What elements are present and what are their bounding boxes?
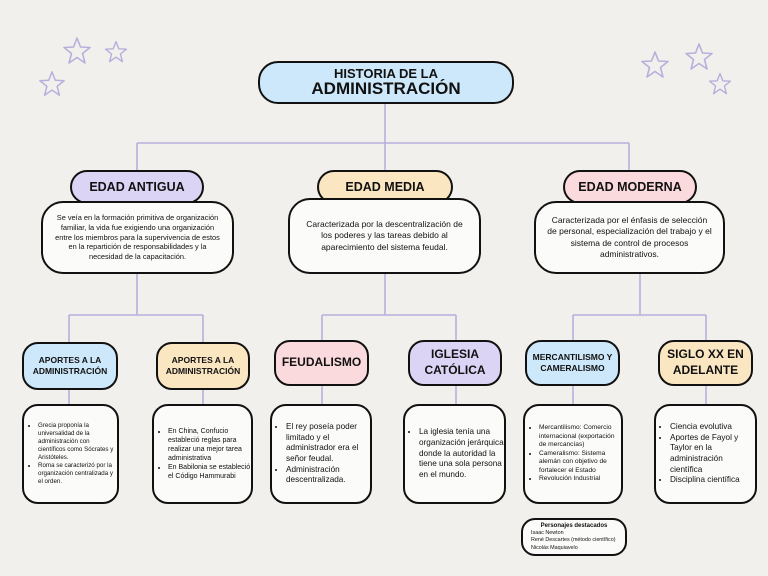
list-item: En Babilonia se estableció el Código Ham… <box>168 463 251 481</box>
era-desc-edad-media: Caracterizada por la descentralización d… <box>288 198 481 274</box>
list-item: Ciencia evolutiva <box>670 422 755 433</box>
list-item: Revolución Industrial <box>539 475 621 484</box>
list-items: El rey poseía poder limitado y el admini… <box>272 422 370 486</box>
era-desc-edad-antigua: Se veía en la formación primitiva de org… <box>41 201 234 274</box>
list-mercantilismo-cameralismo: Mercantilismo: Comercio internacional (e… <box>523 404 623 504</box>
star-icon <box>104 40 128 63</box>
title-line-2: ADMINISTRACIÓN <box>311 79 461 99</box>
era-edad-moderna: EDAD MODERNA <box>563 170 697 204</box>
title-line-1: HISTORIA DE LA <box>333 65 438 81</box>
sub-iglesia-catolica: IGLESIA CATÓLICA <box>408 340 502 386</box>
list-feudalismo: El rey poseía poder limitado y el admini… <box>270 404 372 504</box>
list-item: Cameralismo: Sistema alemán con objetivo… <box>539 450 621 476</box>
star-icon <box>641 51 669 78</box>
list-item: Aportes de Fayol y Taylor en la administ… <box>670 433 755 476</box>
list-siglo-xx: Ciencia evolutiva Aportes de Fayol y Tay… <box>654 404 757 504</box>
list-aportes-grecia-roma: Grecia proponía la universalidad de la a… <box>22 404 119 504</box>
star-icon <box>63 37 91 64</box>
era-desc-edad-moderna: Caracterizada por el énfasis de selecció… <box>534 201 725 274</box>
personajes-destacados: Personajes destacados Isaac Newton René … <box>521 518 627 556</box>
star-icon <box>685 43 713 70</box>
list-item: Administración descentralizada. <box>286 465 370 486</box>
list-item: El rey poseía poder limitado y el admini… <box>286 422 370 465</box>
personaje-item: Isaac Newton <box>531 530 564 537</box>
list-item: La iglesia tenía una organización jerárq… <box>419 427 504 480</box>
list-item: Mercantilismo: Comercio internacional (e… <box>539 424 621 450</box>
personaje-item: René Descartes (método científico) <box>531 537 616 544</box>
list-item: Roma se caracterizó por la organización … <box>38 462 117 486</box>
personajes-heading: Personajes destacados <box>540 523 608 529</box>
era-edad-antigua: EDAD ANTIGUA <box>70 170 204 204</box>
list-items: Mercantilismo: Comercio internacional (e… <box>525 424 621 484</box>
star-icon <box>39 71 65 96</box>
sub-aportes-grecia-roma: APORTES A LA ADMINISTRACIÓN <box>22 342 118 390</box>
title-node: HISTORIA DE LA ADMINISTRACIÓN <box>258 61 514 104</box>
list-aportes-china-babilonia: En China, Confucio estableció reglas par… <box>152 404 253 504</box>
list-iglesia-catolica: La iglesia tenía una organización jerárq… <box>403 404 506 504</box>
list-items: La iglesia tenía una organización jerárq… <box>405 427 504 480</box>
list-items: Grecia proponía la universalidad de la a… <box>24 422 117 487</box>
list-item: En China, Confucio estableció reglas par… <box>168 427 251 463</box>
list-item: Disciplina científica <box>670 475 755 486</box>
list-items: Ciencia evolutiva Aportes de Fayol y Tay… <box>656 422 755 486</box>
sub-mercantilismo-cameralismo: MERCANTILISMO Y CAMERALISMO <box>525 340 620 386</box>
list-item: Grecia proponía la universalidad de la a… <box>38 422 117 462</box>
sub-feudalismo: FEUDALISMO <box>274 340 369 386</box>
personaje-item: Nicolás Maquiavelo <box>531 544 578 551</box>
star-icon <box>708 72 732 95</box>
sub-aportes-china-babilonia: APORTES A LA ADMINISTRACIÓN <box>156 342 250 390</box>
sub-siglo-xx: SIGLO XX EN ADELANTE <box>658 340 753 386</box>
list-items: En China, Confucio estableció reglas par… <box>154 427 251 482</box>
